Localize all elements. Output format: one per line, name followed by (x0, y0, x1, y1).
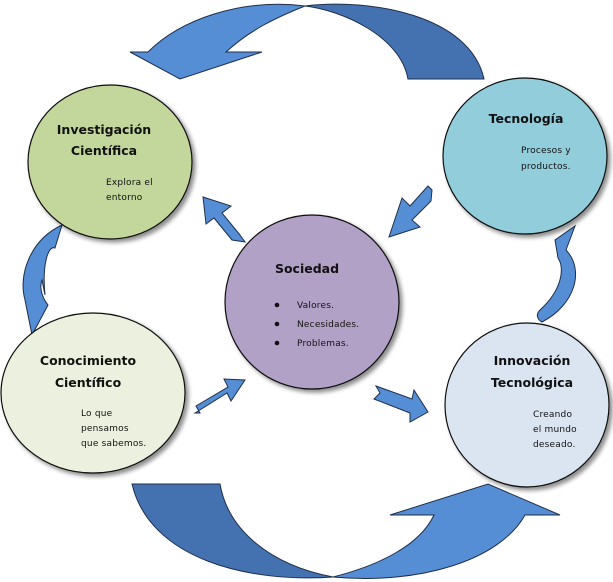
svg-text:Innovación: Innovación (494, 353, 571, 368)
bullet-icon (274, 340, 280, 346)
node-tecnologia-title: Tecnología (489, 111, 564, 126)
node-innovacion-title-2: Tecnológica (491, 375, 573, 390)
left-curved-arrow (22, 224, 63, 337)
node-sociedad: Sociedad Valores. Necesidades. Problemas… (224, 214, 400, 390)
node-tecnologia-desc-2: productos. (521, 162, 571, 172)
arrow-sociedad-to-innovacion (373, 385, 429, 423)
node-tecnologia: Tecnología Procesos y productos. (442, 77, 608, 235)
bottom-arrow-head (332, 483, 561, 579)
bottom-arrow-tail (131, 483, 334, 579)
svg-text:Conocimiento: Conocimiento (40, 353, 137, 368)
svg-text:el mundo: el mundo (533, 425, 577, 435)
node-investigacion-desc-1: Explora el (106, 178, 153, 188)
svg-text:Investigación: Investigación (57, 122, 151, 137)
top-curved-arrow (129, 3, 485, 80)
bullet-icon (274, 321, 280, 327)
node-innovacion-desc-2: el mundo (533, 425, 577, 435)
svg-text:Lo que: Lo que (81, 409, 113, 419)
svg-text:Procesos y: Procesos y (521, 146, 571, 156)
node-innovacion-title-1: Innovación (494, 353, 571, 368)
svg-text:Creando: Creando (533, 410, 572, 420)
node-investigacion-cientifica: Investigación Científica Explora el ento… (27, 84, 193, 240)
node-sociedad-circle (224, 214, 400, 390)
right-curved-arrow (536, 224, 577, 323)
svg-text:deseado.: deseado. (533, 440, 576, 450)
svg-text:Valores.: Valores. (297, 301, 334, 311)
node-sociedad-bullet-2: Necesidades. (297, 320, 359, 330)
node-tecnologia-circle (442, 77, 608, 235)
svg-text:Sociedad: Sociedad (275, 261, 339, 276)
svg-text:Científica: Científica (71, 143, 137, 158)
node-innovacion-circle (444, 322, 610, 488)
arrow-conocimiento-to-sociedad (193, 378, 246, 414)
node-conocimiento-circle (0, 312, 186, 474)
top-arrow-tail (304, 3, 485, 80)
node-conocimiento-title-2: Científico (55, 375, 122, 390)
node-investigacion-title-2: Científica (71, 143, 137, 158)
svg-text:productos.: productos. (521, 162, 571, 172)
node-innovacion-tecnologica: Innovación Tecnológica Creando el mundo … (444, 322, 610, 488)
node-conocimiento-desc-3: que sabemos. (81, 439, 147, 449)
bottom-curved-arrow (131, 483, 561, 579)
svg-text:entorno: entorno (106, 193, 143, 203)
node-tecnologia-desc-1: Procesos y (521, 146, 571, 156)
node-conocimiento-desc-1: Lo que (81, 409, 113, 419)
svg-text:Necesidades.: Necesidades. (297, 320, 359, 330)
svg-text:que sabemos.: que sabemos. (81, 439, 147, 449)
top-arrow-head (129, 3, 306, 80)
node-conocimiento-title-1: Conocimiento (40, 353, 137, 368)
node-investigacion-circle (27, 84, 193, 240)
node-sociedad-bullet-3: Problemas. (297, 339, 349, 349)
node-investigacion-title-1: Investigación (57, 122, 151, 137)
bullet-icon (274, 302, 280, 308)
svg-text:Explora el: Explora el (106, 178, 153, 188)
node-sociedad-title: Sociedad (275, 261, 339, 276)
svg-text:pensamos: pensamos (81, 424, 129, 434)
svg-text:Tecnología: Tecnología (489, 111, 564, 126)
node-conocimiento-cientifico: Conocimiento Científico Lo que pensamos … (0, 312, 186, 474)
svg-text:Problemas.: Problemas. (297, 339, 349, 349)
arrow-sociedad-to-investigacion (202, 196, 247, 243)
node-innovacion-desc-3: deseado. (533, 440, 576, 450)
svg-text:Tecnológica: Tecnológica (491, 375, 573, 390)
svg-text:Científico: Científico (55, 375, 122, 390)
node-innovacion-desc-1: Creando (533, 410, 572, 420)
node-sociedad-bullet-1: Valores. (297, 301, 334, 311)
arrow-tecnologia-to-sociedad (388, 185, 433, 238)
node-investigacion-desc-2: entorno (106, 193, 143, 203)
node-conocimiento-desc-2: pensamos (81, 424, 129, 434)
